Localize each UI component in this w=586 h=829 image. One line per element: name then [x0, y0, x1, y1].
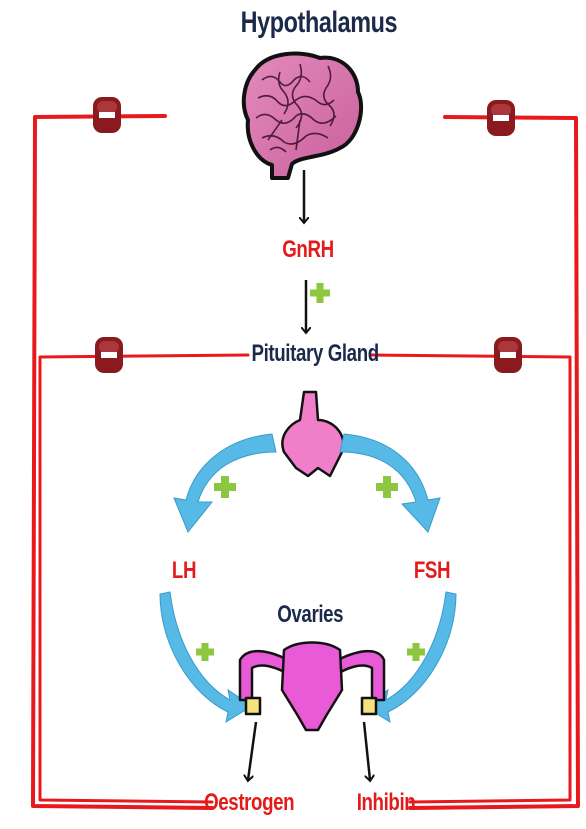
pituitary-gland-label: Pituitary Gland — [252, 340, 369, 368]
gnrh-label: GnRH — [277, 236, 339, 264]
outer-right-loop — [410, 117, 578, 808]
hypothalamus-label: Hypothalamus — [241, 6, 366, 40]
plus-icon — [196, 643, 214, 661]
fsh-label: FSH — [407, 557, 457, 585]
lh-label: LH — [167, 557, 201, 585]
plus-icon — [310, 283, 330, 303]
outer-left-loop — [33, 116, 212, 808]
inhibin-label: Inhibin — [353, 789, 419, 817]
inner-left-loop — [40, 355, 248, 802]
arrow-to-oestrogen — [248, 722, 256, 780]
minus-icon — [494, 337, 522, 373]
minus-icon — [487, 100, 515, 136]
plus-icon — [407, 643, 425, 661]
minus-icon — [95, 337, 123, 373]
brain-icon — [244, 54, 361, 178]
plus-icon — [214, 476, 236, 498]
uterus — [282, 643, 342, 731]
arrow-to-inhibin — [364, 722, 370, 780]
minus-icon — [93, 97, 121, 133]
plus-icon — [376, 476, 398, 498]
ovary-right — [362, 698, 376, 714]
pituitary-gland-icon — [282, 392, 343, 476]
inner-right-loop — [372, 355, 570, 802]
ovary-left — [246, 698, 260, 714]
ovaries-uterus-icon — [240, 643, 384, 731]
oestrogen-label: Oestrogen — [204, 789, 290, 817]
ovaries-label: Ovaries — [277, 601, 343, 629]
